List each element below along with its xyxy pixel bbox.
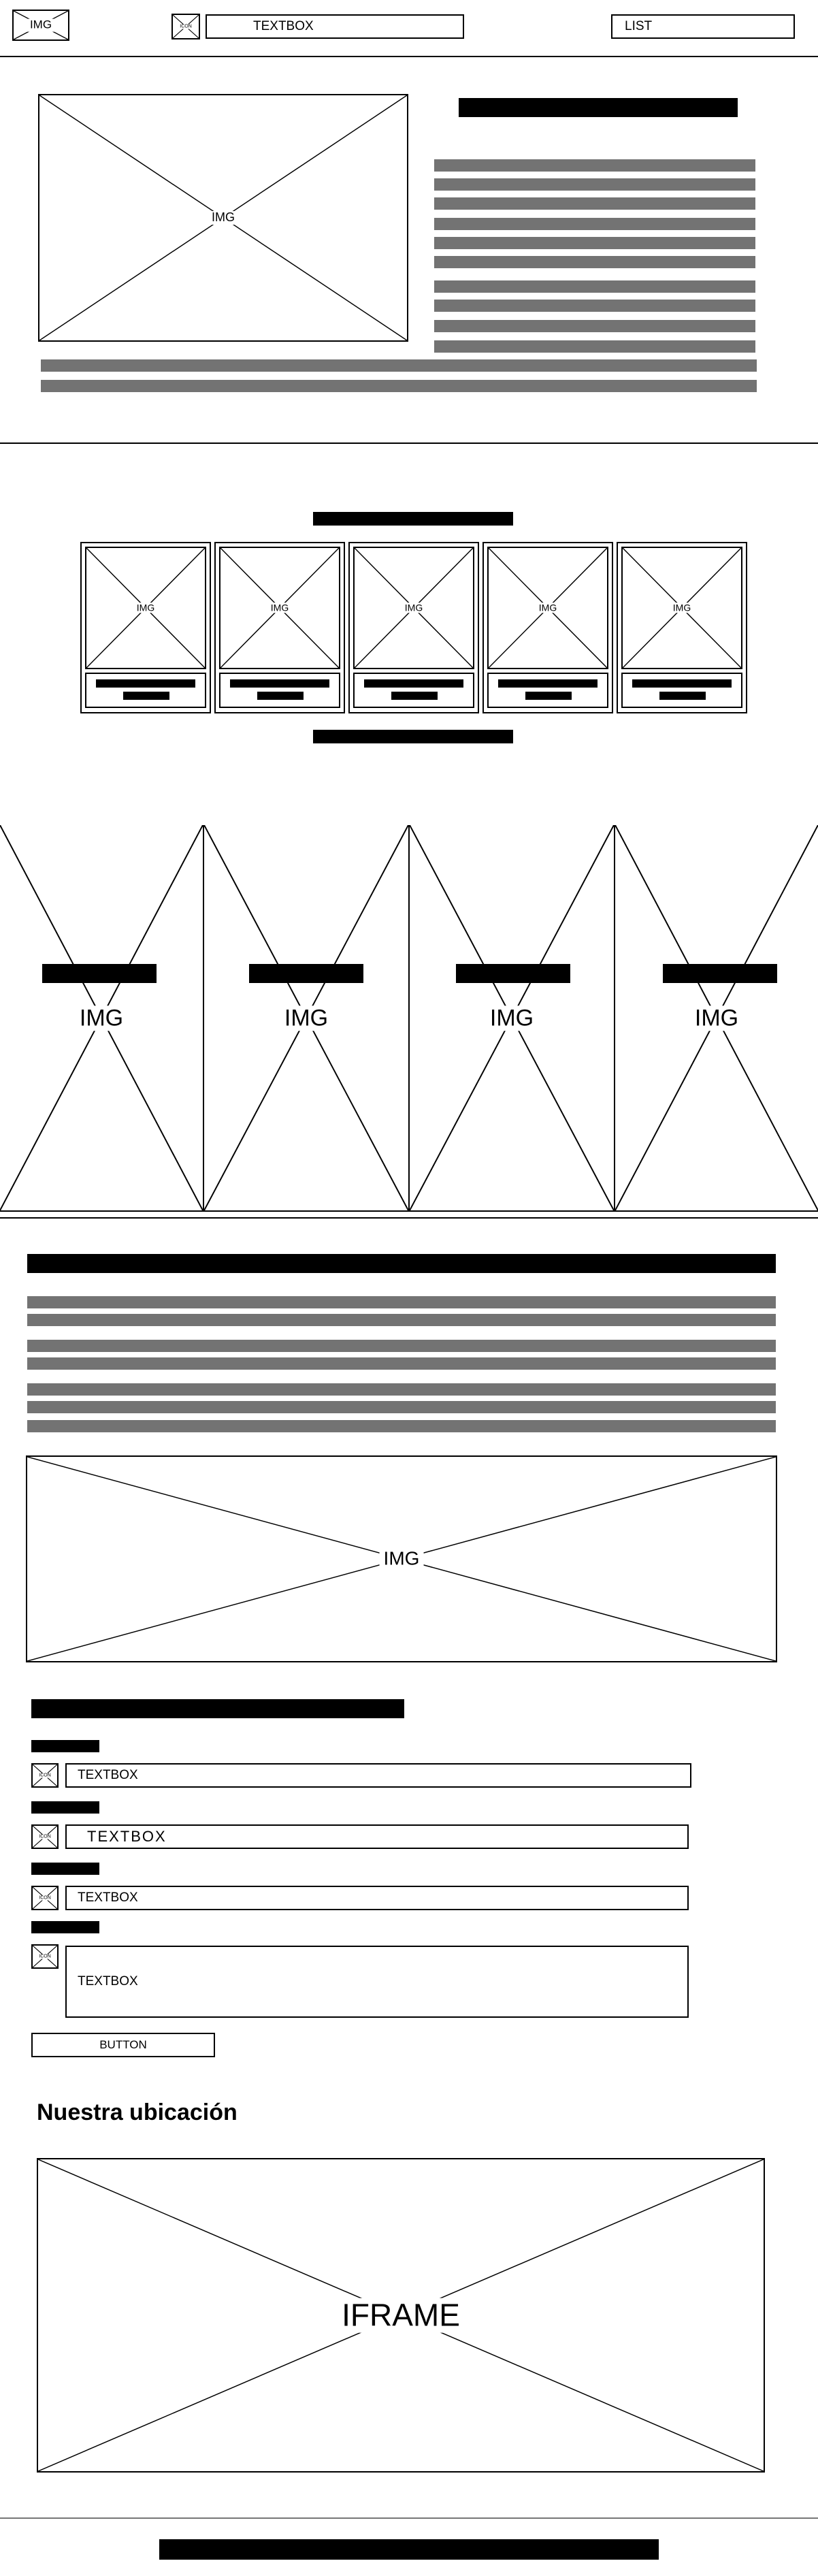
field-label bbox=[31, 1921, 99, 1933]
form-field-input[interactable]: TEXTBOX bbox=[65, 1763, 691, 1788]
article-title bbox=[27, 1254, 776, 1273]
field-icon-label: ICON bbox=[38, 1954, 52, 1959]
form-field-input[interactable]: TEXTBOX bbox=[65, 1824, 689, 1849]
banner-panel-title bbox=[42, 964, 157, 983]
field-label bbox=[31, 1740, 99, 1752]
gallery-card[interactable]: IMG bbox=[348, 542, 479, 713]
gallery-card[interactable]: IMG bbox=[482, 542, 613, 713]
hero-image-label: IMG bbox=[208, 210, 239, 225]
search-icon[interactable]: ICON bbox=[171, 14, 200, 39]
search-icon-label: ICON bbox=[179, 24, 193, 29]
article-image-label: IMG bbox=[379, 1548, 424, 1570]
location-title: Nuestra ubicación bbox=[37, 2099, 238, 2125]
form-field-placeholder: TEXTBOX bbox=[87, 1828, 167, 1845]
gallery-image: IMG bbox=[353, 547, 474, 669]
map-iframe-label: IFRAME bbox=[338, 2298, 464, 2333]
menu-list-label: LIST bbox=[625, 19, 653, 33]
gallery-footer-bar bbox=[313, 730, 513, 743]
form-field-placeholder: TEXTBOX bbox=[78, 1768, 138, 1782]
gallery-card[interactable]: IMG bbox=[617, 542, 747, 713]
gallery-caption bbox=[219, 673, 340, 708]
field-label bbox=[31, 1801, 99, 1814]
field-icon: ICON bbox=[31, 1944, 59, 1969]
field-icon-label: ICON bbox=[38, 1895, 52, 1901]
footer-divider bbox=[0, 2517, 818, 2519]
header-divider bbox=[0, 56, 818, 57]
footer-bar bbox=[159, 2539, 659, 2560]
submit-button[interactable]: BUTTON bbox=[31, 2033, 215, 2057]
gallery-title bbox=[313, 512, 513, 526]
hero-title bbox=[459, 98, 738, 117]
gallery-image-label: IMG bbox=[668, 602, 696, 613]
gallery-caption bbox=[353, 673, 474, 708]
form-field-input[interactable]: TEXTBOX bbox=[65, 1886, 689, 1910]
banner-panel[interactable]: IMG bbox=[0, 825, 204, 1212]
banner-divider bbox=[0, 1217, 818, 1219]
field-label bbox=[31, 1863, 99, 1875]
gallery-image: IMG bbox=[621, 547, 742, 669]
field-icon-label: ICON bbox=[38, 1834, 52, 1839]
logo-image[interactable]: IMG bbox=[12, 10, 69, 41]
gallery-image-label: IMG bbox=[266, 602, 293, 613]
search-input[interactable]: TEXTBOX bbox=[206, 14, 464, 39]
article-image: IMG bbox=[26, 1455, 777, 1662]
banner-panel-label: IMG bbox=[280, 1005, 333, 1031]
form-field-placeholder: TEXTBOX bbox=[78, 1974, 138, 1989]
gallery-image: IMG bbox=[487, 547, 608, 669]
banner-panel[interactable]: IMG bbox=[203, 825, 410, 1212]
gallery-image: IMG bbox=[85, 547, 206, 669]
banner-panel-label: IMG bbox=[75, 1005, 128, 1031]
gallery-image-label: IMG bbox=[534, 602, 561, 613]
banner-panel[interactable]: IMG bbox=[614, 825, 818, 1212]
banner-panel[interactable]: IMG bbox=[408, 825, 615, 1212]
banner-panel-title bbox=[663, 964, 777, 983]
banner-panel-title bbox=[456, 964, 570, 983]
banner-panel-label: IMG bbox=[485, 1005, 538, 1031]
hero-divider bbox=[0, 442, 818, 444]
gallery-image: IMG bbox=[219, 547, 340, 669]
menu-list[interactable]: LIST bbox=[611, 14, 795, 39]
logo-label: IMG bbox=[25, 18, 56, 32]
field-icon: ICON bbox=[31, 1763, 59, 1788]
banner-panel-title bbox=[249, 964, 363, 983]
form-title bbox=[31, 1699, 404, 1718]
gallery-card[interactable]: IMG bbox=[80, 542, 211, 713]
map-iframe[interactable]: IFRAME bbox=[37, 2158, 765, 2473]
field-icon: ICON bbox=[31, 1886, 59, 1910]
field-icon-label: ICON bbox=[38, 1773, 52, 1778]
field-icon: ICON bbox=[31, 1824, 59, 1849]
gallery-card[interactable]: IMG bbox=[214, 542, 345, 713]
gallery-image-label: IMG bbox=[400, 602, 427, 613]
search-placeholder: TEXTBOX bbox=[253, 19, 314, 33]
gallery-image-label: IMG bbox=[132, 602, 159, 613]
gallery-caption bbox=[487, 673, 608, 708]
form-message-textarea[interactable]: TEXTBOX bbox=[65, 1946, 689, 2018]
form-field-placeholder: TEXTBOX bbox=[78, 1890, 138, 1905]
hero-image: IMG bbox=[38, 94, 408, 342]
gallery-caption bbox=[621, 673, 742, 708]
banner-panel-label: IMG bbox=[690, 1005, 743, 1031]
gallery-caption bbox=[85, 673, 206, 708]
